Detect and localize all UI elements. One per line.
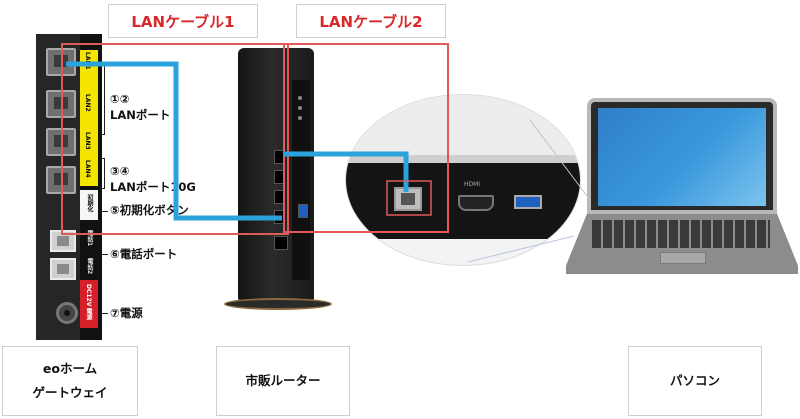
port-tag-lan1: LAN1 — [84, 52, 91, 70]
callout-reset: ⑤初期化ボタン — [110, 203, 189, 217]
port-tag-lan3: LAN3 — [84, 132, 91, 150]
zoom-case-edge — [346, 155, 580, 165]
laptop-keyboard — [592, 220, 770, 248]
laptop-trackpad — [660, 252, 706, 264]
router-stand — [224, 298, 332, 310]
ethernet-target-box — [386, 180, 432, 216]
router-led-1 — [298, 96, 302, 100]
callout-lan34-num: ③④ — [110, 164, 130, 178]
router-port-strip — [292, 80, 310, 280]
pc-label-box: パソコン — [628, 346, 762, 416]
power-strip — [80, 280, 98, 328]
laptop-screen — [598, 108, 766, 206]
lan-cable-2 — [284, 151, 409, 192]
gateway-label-line1: eoホーム — [42, 361, 98, 377]
port-tag-lan4: LAN4 — [84, 160, 91, 178]
lan-cable-1 — [66, 61, 282, 221]
router-usb-port — [298, 204, 308, 218]
phone-port-2 — [50, 258, 76, 280]
router-label-box: 市販ルーター — [216, 346, 350, 416]
lan12-bracket — [104, 64, 105, 134]
ethernet-port — [394, 187, 422, 211]
callout-phone: ⑥電話ポート — [110, 247, 178, 261]
callout-lan12: ①② LANポート — [110, 92, 170, 123]
port-tag-phone1: 電話1 — [86, 230, 93, 247]
hdmi-port — [458, 195, 494, 211]
cable-1-label: LANケーブル1 — [108, 4, 258, 38]
router-power-port — [274, 236, 288, 250]
lan34-tick-top — [100, 158, 105, 159]
callout-power: ⑦電源 — [110, 306, 143, 320]
port-tag-phone2: 電話2 — [86, 258, 93, 275]
lan34-tick-bottom — [100, 188, 105, 189]
cable-1-box — [61, 43, 289, 235]
phone-tick — [100, 254, 108, 255]
port-tag-reset: 初期化 — [86, 194, 93, 212]
zoom-guide-bottom — [467, 235, 575, 263]
power-tick — [100, 313, 108, 314]
zoom-guide-top — [529, 119, 591, 201]
gateway-label-line2: ゲートウェイ — [32, 385, 108, 400]
gateway-label-box: eoホーム ゲートウェイ — [2, 346, 138, 416]
port-tag-power: DC12V 電源 — [85, 284, 92, 321]
router-led-2 — [298, 106, 302, 110]
callout-lan12-num: ①② — [110, 92, 130, 106]
reset-strip — [80, 190, 98, 220]
callout-lan12-name: LANポート — [110, 107, 171, 122]
cable-2-box — [283, 43, 449, 233]
lan-port-strip — [80, 50, 98, 186]
lan34-bracket — [104, 158, 105, 188]
router-led-3 — [298, 116, 302, 120]
usb-port — [514, 195, 542, 209]
hdmi-tag: HDMI — [464, 181, 481, 188]
lan12-tick-bottom — [100, 134, 105, 135]
port-tag-lan2: LAN2 — [84, 94, 91, 112]
cable-2-label: LANケーブル2 — [296, 4, 446, 38]
reset-tick — [100, 211, 108, 212]
power-jack — [56, 302, 78, 324]
